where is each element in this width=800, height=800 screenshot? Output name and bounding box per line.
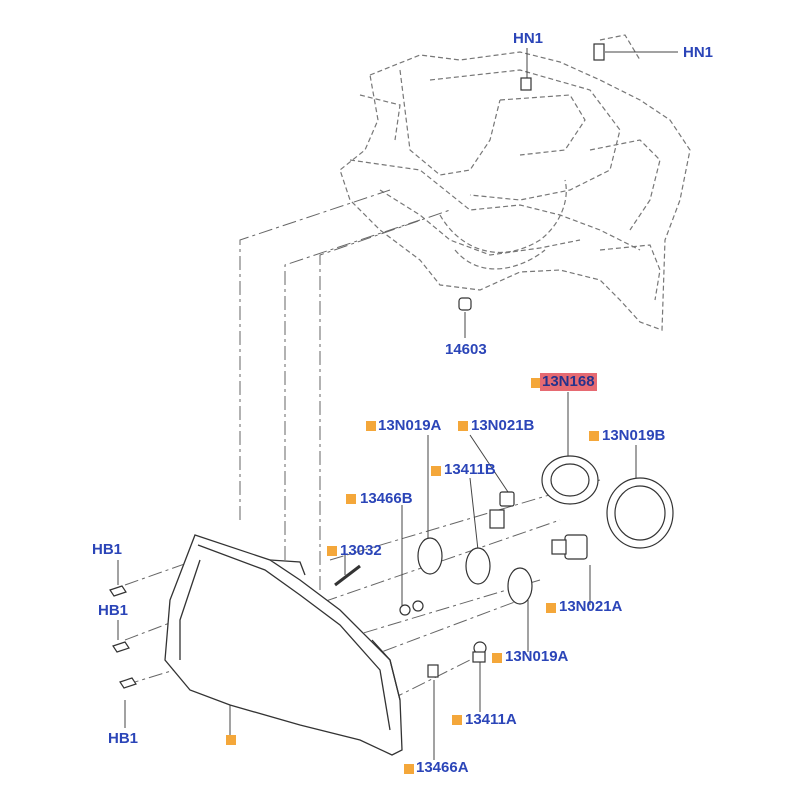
callout-13n021b: 13N021B bbox=[471, 417, 535, 434]
callout-13466b: 13466B bbox=[360, 490, 413, 507]
callout-hb1-c: HB1 bbox=[108, 730, 139, 747]
callout-13n019a-bottom: 13N019A bbox=[505, 648, 569, 665]
marker-square bbox=[492, 653, 502, 663]
marker-square bbox=[346, 494, 356, 504]
callout-hn1-top: HN1 bbox=[513, 30, 544, 47]
callout-13411a: 13411A bbox=[465, 711, 517, 728]
callout-hb1-a: HB1 bbox=[92, 541, 123, 558]
callout-13n021a: 13N021A bbox=[559, 598, 623, 615]
screws bbox=[109, 585, 137, 689]
marker-square bbox=[546, 603, 556, 613]
marker-square bbox=[226, 735, 236, 745]
callout-hb1-b: HB1 bbox=[98, 602, 129, 619]
marker-square bbox=[589, 431, 599, 441]
bulb-and-socket-parts bbox=[334, 43, 674, 678]
marker-square bbox=[452, 715, 462, 725]
marker-square bbox=[327, 546, 337, 556]
callout-13411b: 13411B bbox=[444, 461, 496, 478]
callout-13032: 13032 bbox=[340, 542, 382, 559]
callout-14603: 14603 bbox=[445, 341, 487, 358]
callout-13n019a-top: 13N019A bbox=[378, 417, 442, 434]
marker-square bbox=[366, 421, 376, 431]
marker-square bbox=[458, 421, 468, 431]
marker-square bbox=[431, 466, 441, 476]
callout-13n019b: 13N019B bbox=[602, 427, 666, 444]
leader-lines bbox=[117, 48, 678, 760]
marker-square bbox=[531, 378, 541, 388]
vehicle-front-structure bbox=[339, 34, 691, 331]
headlamp-housing bbox=[164, 534, 403, 756]
marker-square bbox=[404, 764, 414, 774]
callout-13n168-highlighted: 13N168 bbox=[540, 373, 597, 391]
callout-hn1-right: HN1 bbox=[683, 44, 714, 61]
callout-13466a: 13466A bbox=[416, 759, 469, 776]
